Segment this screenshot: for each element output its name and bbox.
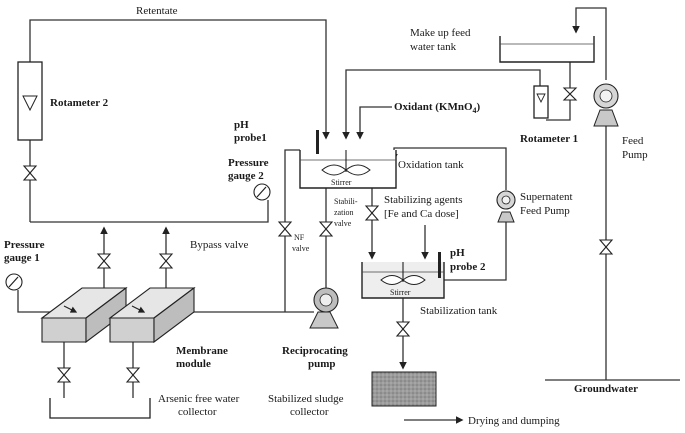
bypass-valve-label: Bypass valve bbox=[190, 239, 248, 251]
membrane-module-2 bbox=[108, 286, 196, 344]
supernatant-pump-label-2: Feed Pump bbox=[520, 205, 570, 217]
makeup-tank-label-1: Make up feed bbox=[410, 27, 471, 39]
reciprocating-pump-label-1: Reciprocating bbox=[282, 345, 348, 357]
nf-valve bbox=[318, 221, 334, 237]
rotameter1-label: Rotameter 1 bbox=[520, 133, 578, 145]
supernatant-return-line bbox=[444, 220, 507, 281]
oxidation-tank-label: Oxidation tank bbox=[398, 159, 464, 171]
arsenic-collector-label-2: collector bbox=[178, 406, 217, 418]
stabilized-sludge-collector bbox=[371, 371, 437, 407]
ph-probe-1 bbox=[316, 130, 319, 154]
makeup-feed-water-tank bbox=[499, 36, 595, 63]
sludge-collector-label-2: collector bbox=[290, 406, 329, 418]
rotameter-2 bbox=[17, 61, 43, 141]
makeup-to-oxidation-line bbox=[342, 69, 541, 140]
feed-pump bbox=[593, 83, 619, 127]
rotameter2-valve bbox=[22, 165, 38, 181]
reciprocating-pump bbox=[309, 287, 339, 329]
labels: Retentate Make up feed water tank Rotame… bbox=[4, 5, 648, 427]
sludge-collector-label-1: Stabilized sludge bbox=[268, 393, 344, 405]
membrane2-retentate-valve bbox=[158, 253, 174, 269]
pressure-gauge2-label-1: Pressure bbox=[228, 157, 269, 169]
membrane-module-label-2: module bbox=[176, 358, 211, 370]
nf-valve-label-2: valve bbox=[292, 244, 310, 253]
retentate-line bbox=[29, 19, 330, 140]
feed-pump-outlet-line bbox=[572, 7, 607, 80]
pressure-gauge-2 bbox=[253, 183, 271, 201]
feed-pump-label-1: Feed bbox=[622, 135, 644, 147]
supernatant-feed-pump bbox=[496, 190, 516, 223]
pressure-gauge2-label-2: gauge 2 bbox=[228, 170, 264, 182]
pressure-gauge1-label-2: gauge 1 bbox=[4, 252, 40, 264]
nf-valve-label-1: NF bbox=[294, 233, 305, 242]
bypass-valve bbox=[277, 221, 293, 237]
membrane-module-label-1: Membrane bbox=[176, 345, 228, 357]
makeup-outlet-line bbox=[546, 62, 571, 121]
stabilization-valve-label-1: Stabili- bbox=[334, 197, 358, 206]
oxidation-stirrer-label: Stirrer bbox=[331, 178, 352, 187]
membrane1-retentate-valve bbox=[96, 253, 112, 269]
pressure-gauge1-label-1: Pressure bbox=[4, 239, 45, 251]
oxidant-label: Oxidant (KMnO4) bbox=[394, 101, 481, 115]
sludge-valve bbox=[395, 321, 411, 337]
arsenic-free-water-collector bbox=[49, 398, 151, 419]
ph-probe2-label-1: pH bbox=[450, 247, 465, 259]
drying-label: Drying and dumping bbox=[468, 415, 560, 427]
stabilizing-agents-label-1: Stabilizing agents bbox=[384, 194, 463, 206]
stabilizing-agents-label-2: [Fe and Ca dose] bbox=[384, 208, 459, 220]
feed-line-valve bbox=[598, 239, 614, 255]
retentate-header-line bbox=[30, 200, 269, 223]
retentate-label: Retentate bbox=[136, 5, 178, 17]
rotameter1-valve bbox=[562, 87, 578, 101]
bypass-line bbox=[284, 149, 300, 312]
stabilization-valve bbox=[364, 205, 380, 221]
stabilization-tank-label: Stabilization tank bbox=[420, 305, 498, 317]
permeate-valve-1 bbox=[56, 367, 72, 383]
pressure-gauge-1 bbox=[5, 273, 23, 291]
arsenic-collector-label-1: Arsenic free water bbox=[158, 393, 240, 405]
membrane-feed-line bbox=[17, 290, 314, 313]
feed-pump-label-2: Pump bbox=[622, 149, 648, 161]
reciprocating-pump-label-2: pump bbox=[308, 358, 336, 370]
rotameter-1 bbox=[533, 85, 549, 119]
ph-probe-2 bbox=[438, 252, 441, 278]
stabilization-valve-label-2: zation bbox=[334, 208, 354, 217]
ph-probe2-label-2: probe 2 bbox=[450, 261, 486, 273]
ph-probe1-label-2: probe1 bbox=[234, 132, 267, 144]
rotameter2-label: Rotameter 2 bbox=[50, 97, 109, 109]
stabilization-valve-label-3: valve bbox=[334, 219, 352, 228]
oxidant-line bbox=[356, 106, 392, 140]
permeate-valve-2 bbox=[125, 367, 141, 383]
stabilization-stirrer-label: Stirrer bbox=[390, 288, 411, 297]
makeup-tank-label-2: water tank bbox=[410, 41, 457, 53]
groundwater-label: Groundwater bbox=[574, 383, 638, 395]
membrane-module-1 bbox=[40, 286, 128, 344]
ph-probe1-label-1: pH bbox=[234, 119, 249, 131]
oxidation-tank bbox=[299, 130, 397, 189]
stabilization-tank bbox=[361, 252, 445, 299]
supernatant-pump-label-1: Supernatent bbox=[520, 191, 573, 203]
